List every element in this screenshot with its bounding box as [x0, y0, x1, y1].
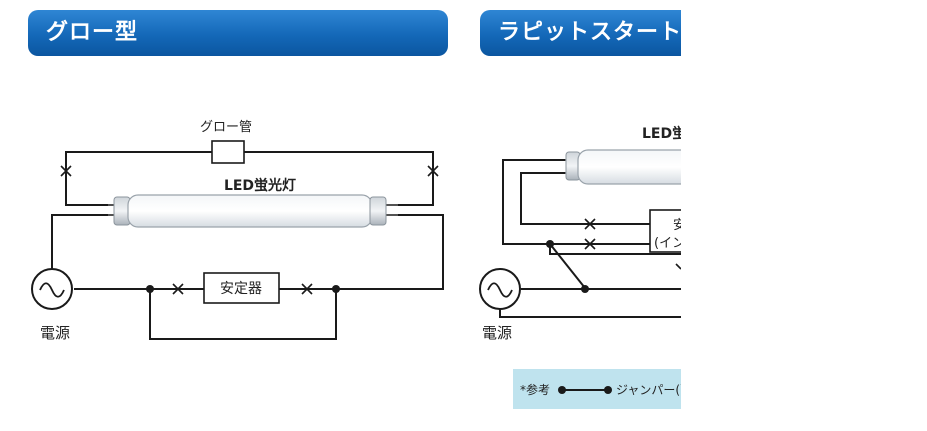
- wire-top-inner: [520, 172, 650, 225]
- cut-marks-left: [60, 165, 439, 295]
- section-header-rapid-start: ラピットスタート型/イ: [480, 10, 681, 56]
- blank-area: [681, 0, 927, 431]
- power-label-right: 電源: [482, 324, 512, 342]
- glow-type-diagram: [51, 151, 444, 340]
- wire-diagonal: [549, 243, 586, 289]
- wire-power-left: [51, 214, 108, 269]
- cut-mark: [584, 218, 596, 230]
- wire-lamp-pins: [552, 159, 568, 174]
- note-text: ジャンパー(配: [616, 383, 692, 397]
- led-lamp-label-right: LED蛍: [642, 125, 686, 142]
- cut-mark: [301, 283, 313, 295]
- junction-dot: [332, 285, 340, 293]
- cut-marks-right: [584, 218, 682, 270]
- junction-dot: [146, 285, 154, 293]
- section-header-glow: グロー型: [28, 10, 448, 56]
- cut-mark: [60, 165, 72, 177]
- wire-lamp-right: [336, 214, 444, 290]
- ballast-box: [203, 272, 280, 304]
- junction-dot: [581, 285, 589, 293]
- cut-mark: [584, 238, 596, 250]
- cut-mark: [675, 263, 682, 270]
- ac-source-right: [479, 268, 521, 310]
- power-label: 電源: [40, 324, 70, 342]
- glow-tube-label: グロー管: [200, 120, 252, 135]
- wire-top-outer: [502, 159, 565, 245]
- wire-power-bottom: [499, 308, 681, 318]
- cut-mark: [427, 165, 439, 177]
- note-ref: *参考: [520, 382, 550, 397]
- ac-source-left: [31, 268, 73, 310]
- ballast-label: 安定器: [220, 281, 262, 297]
- junction-dot: [546, 240, 554, 248]
- wire-bypass: [149, 289, 337, 340]
- cut-mark: [172, 283, 184, 295]
- led-tube-right: [565, 149, 699, 185]
- ballast-label-right-2: (イン: [654, 236, 685, 251]
- glow-tube-box: [211, 140, 245, 164]
- wire-glow-loop: [65, 151, 434, 206]
- section-title: グロー型: [46, 20, 139, 45]
- led-tube-left: [113, 194, 387, 228]
- reference-note: *参考 ジャンパー(配: [513, 369, 693, 409]
- section-title: ラピットスタート型/イ: [498, 20, 681, 45]
- led-lamp-label: LED蛍光灯: [224, 177, 296, 194]
